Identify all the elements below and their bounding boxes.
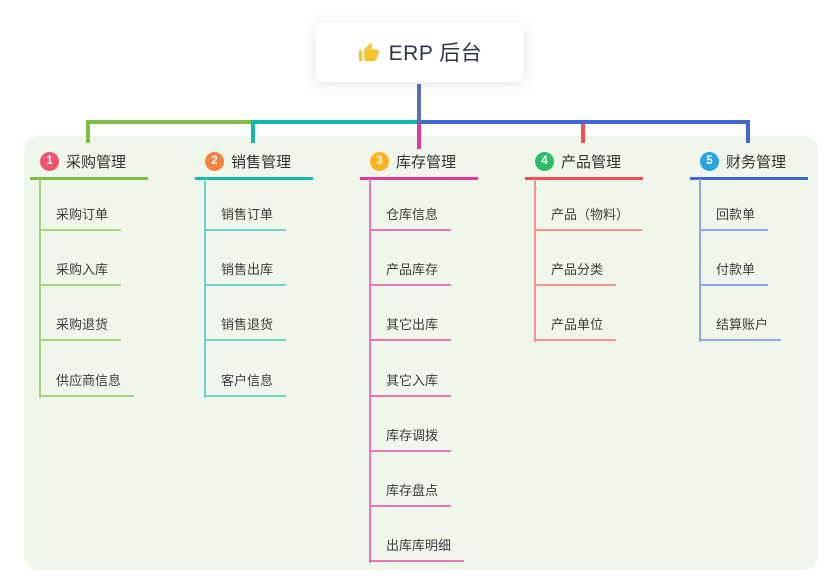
node-item[interactable]: 产品（物料） — [534, 206, 643, 231]
branch-title: 销售管理 — [231, 153, 292, 171]
node-item[interactable]: 采购退货 — [39, 316, 122, 342]
node-item[interactable]: 销售订单 — [204, 206, 287, 231]
node-item[interactable]: 采购订单 — [39, 206, 122, 231]
branch-title: 库存管理 — [396, 153, 457, 171]
node-item[interactable]: 供应商信息 — [39, 372, 135, 397]
branch-header[interactable]: 3 库存管理 — [360, 150, 520, 172]
node-item[interactable]: 产品单位 — [534, 316, 617, 342]
branch-rail-line — [39, 179, 41, 398]
node-item[interactable]: 仓库信息 — [369, 206, 452, 231]
branch-number-badge: 4 — [535, 151, 554, 171]
node-item[interactable]: 采购入库 — [39, 261, 122, 287]
branch-number-badge: 1 — [40, 151, 59, 171]
thumbs-up-icon — [357, 41, 380, 64]
branch-column: 1 采购管理采购订单采购入库采购退货供应商信息 — [30, 150, 190, 398]
branch-rail-line — [699, 179, 701, 343]
node-item[interactable]: 库存盘点 — [369, 482, 452, 507]
branch-title: 财务管理 — [726, 153, 787, 171]
branch-underline — [195, 177, 313, 180]
node-item[interactable]: 销售退货 — [204, 316, 287, 342]
branch-header[interactable]: 2 销售管理 — [195, 150, 355, 172]
node-item[interactable]: 出库库明细 — [369, 537, 465, 563]
branch-number-badge: 5 — [700, 151, 719, 171]
branch-title: 采购管理 — [66, 153, 127, 171]
branch-column: 2 销售管理销售订单销售出库销售退货客户信息 — [195, 150, 355, 398]
node-item[interactable]: 付款单 — [699, 261, 769, 287]
node-item[interactable]: 其它出库 — [369, 316, 452, 342]
node-item[interactable]: 产品库存 — [369, 261, 452, 287]
branch-column: 5 财务管理回款单付款单结算账户 — [690, 150, 839, 343]
root-title: ERP 后台 — [388, 42, 483, 65]
branch-header[interactable]: 5 财务管理 — [690, 150, 839, 172]
branches-panel — [24, 136, 818, 570]
node-item[interactable]: 产品分类 — [534, 261, 617, 287]
branch-header[interactable]: 1 采购管理 — [30, 150, 190, 172]
node-item[interactable]: 其它入库 — [369, 372, 452, 397]
branch-underline — [690, 177, 808, 180]
branch-header[interactable]: 4 产品管理 — [525, 150, 685, 172]
branch-underline — [360, 177, 478, 180]
branch-underline — [30, 177, 148, 180]
branch-number-badge: 3 — [370, 151, 389, 171]
branch-column: 4 产品管理产品（物料） 产品分类产品单位 — [525, 150, 685, 343]
root-node[interactable]: ERP 后台 — [315, 22, 524, 82]
branch-rail-line — [534, 179, 536, 343]
branch-column: 3 库存管理仓库信息产品库存其它出库其它入库库存调拨库存盘点出库库明细 — [360, 150, 520, 564]
branch-rail-line — [204, 179, 206, 398]
branch-underline — [525, 177, 643, 180]
node-item[interactable]: 结算账户 — [699, 316, 782, 342]
node-item[interactable]: 库存调拨 — [369, 427, 452, 452]
branch-number-badge: 2 — [205, 151, 224, 171]
branch-title: 产品管理 — [561, 153, 622, 171]
node-item[interactable]: 客户信息 — [204, 372, 287, 397]
node-item[interactable]: 销售出库 — [204, 261, 287, 287]
node-item[interactable]: 回款单 — [699, 206, 769, 231]
branch-rail-line — [369, 179, 371, 564]
